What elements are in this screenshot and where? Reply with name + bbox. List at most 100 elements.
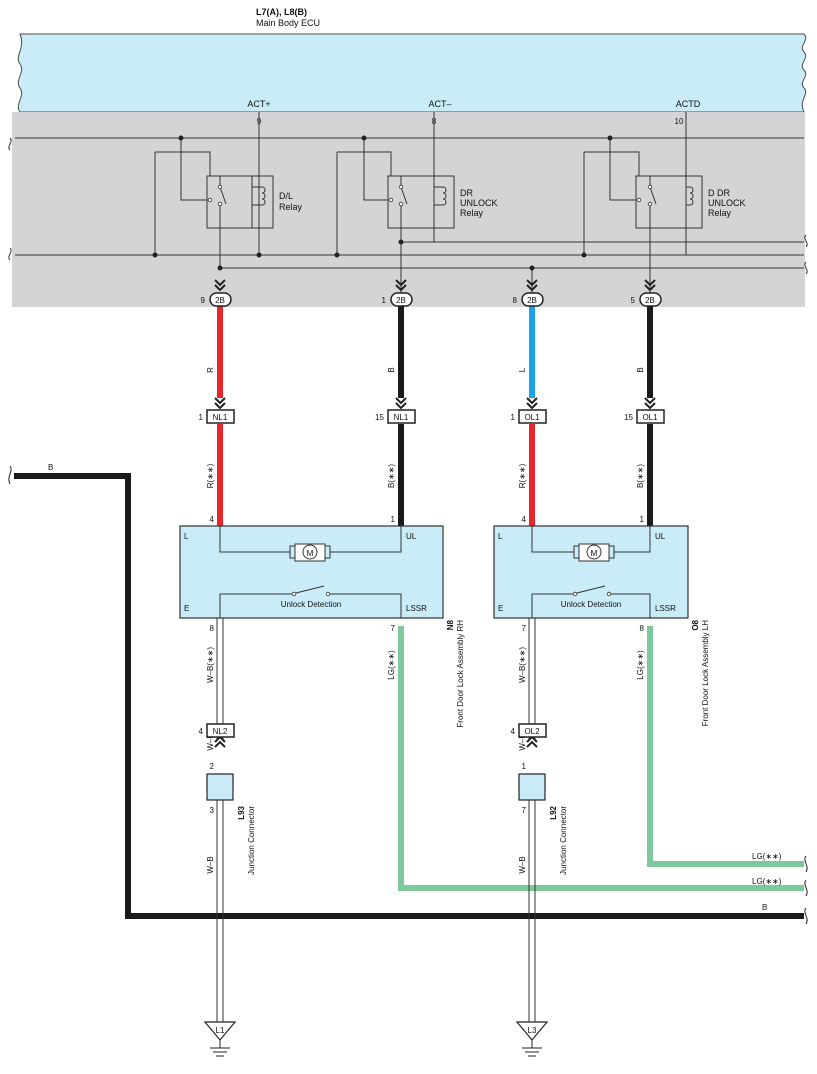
connector-2b-3-label: 2B — [527, 296, 537, 305]
relay-internal-wiring — [8, 112, 808, 294]
wire-mid-3-label: R(∗∗) — [518, 463, 527, 488]
relay-1-label-line2: Relay — [279, 202, 303, 212]
wire-upper-3-label: L — [518, 367, 527, 372]
term-l-rh: L — [184, 532, 189, 541]
pin-ul-rh: 1 — [391, 515, 396, 524]
wires — [14, 473, 804, 919]
term-lssr-rh: LSSR — [406, 604, 427, 613]
ground-wire-1a-label: W–B(∗∗) — [206, 647, 215, 683]
connector-2b-1-label: 2B — [215, 296, 225, 305]
relay-2-label-line3: Relay — [460, 208, 484, 218]
ecu-code: L7(A), L8(B) — [256, 7, 307, 17]
wire-color-labels: R B L B R(∗∗) B(∗∗) R(∗∗) B(∗∗) W–B(∗∗) … — [206, 367, 645, 874]
connector-ol2-pin: 4 — [511, 727, 516, 736]
jc-l92-out-pin: 7 — [522, 806, 527, 815]
term-e-lh: E — [498, 604, 503, 613]
relay-3-label-line3: Relay — [708, 208, 732, 218]
wire-mid-2-label: B(∗∗) — [387, 464, 396, 488]
door-lock-lh-code: O8 — [691, 619, 700, 630]
ground-l3-label: L3 — [528, 1026, 537, 1035]
junction-connector-l92: 1 7 L92 Junction Connector — [518, 762, 568, 875]
pin-ul-lh: 1 — [640, 515, 645, 524]
pin-e-rh: 8 — [210, 624, 215, 633]
ecu-name: Main Body ECU — [256, 18, 320, 28]
door-lock-rh: M Unlock Detection L UL E LSSR 4 1 8 7 N… — [179, 515, 465, 728]
wire-mid-1-label: R(∗∗) — [206, 463, 215, 488]
connectors-lower: NL2 OL2 4 4 — [199, 723, 547, 738]
connector-nl1-a-pin: 1 — [199, 413, 204, 422]
connector-nl1-b-label: NL1 — [394, 413, 409, 422]
connector-2b-3-pin: 8 — [513, 296, 518, 305]
relay-block — [12, 112, 805, 307]
connector-nl2-label: NL2 — [213, 727, 228, 736]
bus-b-right-label: B — [762, 903, 767, 912]
motor-lh-label: M — [591, 549, 598, 558]
term-ul-rh: UL — [406, 532, 417, 541]
pin-e-lh: 7 — [522, 624, 527, 633]
relay-3-label-line2: UNLOCK — [708, 198, 746, 208]
connectors-2b: 2B 2B 2B 2B 9 1 8 5 — [201, 292, 662, 307]
ground-wire-2c-label: W–B — [518, 856, 527, 873]
bus-edge-marks — [8, 465, 808, 925]
connector-nl2-pin: 4 — [199, 727, 204, 736]
upper-wire-segments — [217, 306, 653, 526]
ground-wire-1c-label: W–B — [206, 856, 215, 873]
junction-connector-l93: 2 3 L93 Junction Connector — [206, 762, 256, 875]
ground-wires — [216, 618, 536, 1022]
connector-chevrons-mid — [214, 397, 656, 410]
unlock-detection-rh-label: Unlock Detection — [281, 600, 341, 609]
relay-2-label-line1: DR — [460, 188, 473, 198]
pin-lssr-rh: 7 — [391, 624, 396, 633]
junction-dots — [152, 135, 613, 271]
ground-wire-2a-label: W–B(∗∗) — [518, 647, 527, 683]
wire-upper-1-label: R — [206, 367, 215, 373]
jc-l93-in-pin: 2 — [210, 762, 215, 771]
lssr-wire-2-label: LG(∗∗) — [636, 650, 645, 680]
ecu-terminal-actd: ACTD — [676, 99, 701, 109]
connector-chevrons-lower — [214, 735, 538, 748]
term-lssr-lh: LSSR — [655, 604, 676, 613]
door-lock-rh-name: Front Door Lock Assembly RH — [456, 620, 465, 728]
connector-nl1-a-label: NL1 — [213, 413, 228, 422]
connector-ol1-a-pin: 1 — [511, 413, 516, 422]
bus-lg-lower-label: LG(∗∗) — [752, 877, 782, 886]
connector-ol1-b-label: OL1 — [642, 413, 658, 422]
jc-l93-code: L93 — [237, 805, 246, 819]
connector-ol2-label: OL2 — [524, 727, 540, 736]
ground-wire-2b-label: W–B — [518, 733, 527, 750]
ground-l1: L1 — [203, 1021, 237, 1057]
jc-l93-out-pin: 3 — [210, 806, 215, 815]
connector-nl1-b-pin: 15 — [375, 413, 384, 422]
bus-b-left-label: B — [48, 463, 53, 472]
term-e-rh: E — [184, 604, 189, 613]
connector-ol1-b-pin: 15 — [624, 413, 633, 422]
ecu-pin-actd: 10 — [675, 117, 684, 126]
lssr-wire-1-label: LG(∗∗) — [387, 650, 396, 680]
term-ul-lh: UL — [655, 532, 666, 541]
wire-mid-4-label: B(∗∗) — [636, 464, 645, 488]
ecu-terminal-act-minus: ACT– — [428, 99, 451, 109]
connector-2b-4-pin: 5 — [631, 296, 636, 305]
motor-rh-label: M — [307, 549, 314, 558]
jc-l92-name: Junction Connector — [559, 806, 568, 875]
connector-2b-2-label: 2B — [396, 296, 406, 305]
pin-lssr-lh: 8 — [640, 624, 645, 633]
unlock-detection-lh-label: Unlock Detection — [561, 600, 621, 609]
connector-2b-2-pin: 1 — [382, 296, 387, 305]
connector-2b-1-pin: 9 — [201, 296, 206, 305]
wire-upper-4-label: B — [636, 367, 645, 372]
jc-l92-in-pin: 1 — [522, 762, 527, 771]
ground-l3: L3 — [515, 1021, 549, 1057]
ground-wire-1b-label: W–B — [206, 733, 215, 750]
wire-upper-2-label: B — [387, 367, 396, 372]
connector-chevrons-2b — [214, 279, 656, 292]
ground-l1-label: L1 — [216, 1026, 225, 1035]
door-lock-lh: M Unlock Detection L UL E LSSR 4 1 7 8 O… — [493, 515, 710, 726]
ecu-terminal-act-plus: ACT+ — [247, 99, 270, 109]
connector-ol1-a-label: OL1 — [524, 413, 540, 422]
term-l-lh: L — [498, 532, 503, 541]
relay-contacts — [207, 184, 653, 207]
jc-l92-code: L92 — [549, 805, 558, 819]
relay-3-label-line1: D DR — [708, 188, 730, 198]
